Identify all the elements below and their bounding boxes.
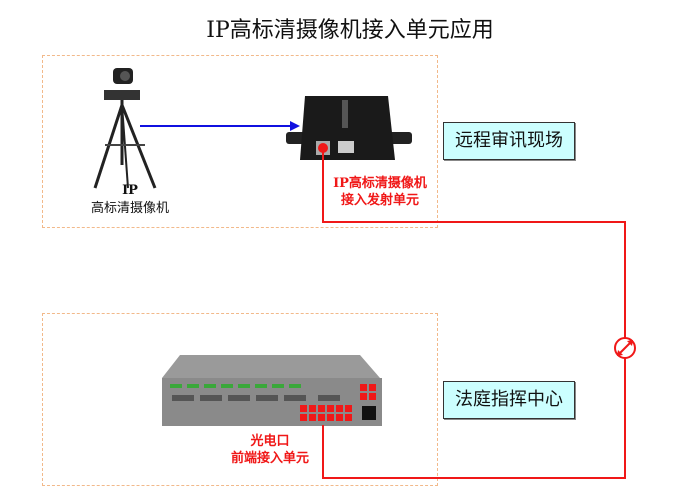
transmitter-label-line2: 接入发射单元 (340, 193, 419, 208)
transmitter-device-icon (286, 96, 412, 160)
ip-camera-icon (93, 68, 157, 189)
diagram-title: IP高标清摄像机接入单元应用 (206, 18, 494, 43)
receiver-label-line2: 前端接入单元 (230, 451, 309, 466)
center-site-label: 法庭指挥中心 (443, 381, 575, 419)
remote-site-label: 远程审讯现场 (443, 122, 575, 160)
remote-site-zone (42, 55, 438, 228)
camera-label-line1: IP (122, 183, 138, 198)
fiber-link-icon (614, 337, 636, 359)
video-signal-arrow (140, 121, 300, 131)
receiver-rack-icon (162, 355, 382, 426)
center-site-zone (42, 313, 438, 486)
transmitter-label-line1: IP高标清摄像机 (333, 176, 427, 191)
receiver-label-line1: 光电口 (250, 434, 290, 449)
camera-label-line2: 高标清摄像机 (90, 201, 169, 216)
